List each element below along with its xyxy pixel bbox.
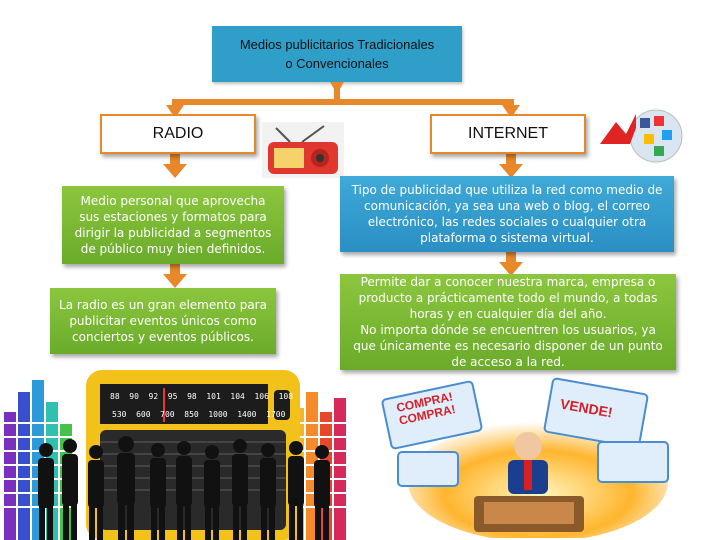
radio-dial-scale-am: 530 600 700 850 1000 1400 1700 [112, 410, 286, 419]
radio-dial-scale-fm: 88 90 92 95 98 101 104 106 108 [110, 392, 294, 401]
title-line-1: Medios publicitarios Tradicionales [239, 37, 435, 52]
radio-events-box: La radio es un gran elemento para public… [50, 288, 276, 354]
internet-reach-box: Permite dar a conocer nuestra marca, emp… [340, 274, 676, 370]
crowd-silhouettes-illustration [38, 436, 330, 540]
radio-definition-box: Medio personal que aprovecha sus estacio… [62, 186, 284, 264]
radio-definition-text: Medio personal que aprovecha sus estacio… [74, 194, 272, 256]
diagram-title: Medios publicitarios Tradicionales o Con… [212, 26, 462, 82]
internet-header: INTERNET [430, 114, 586, 154]
internet-header-label: INTERNET [468, 125, 548, 142]
online-sales-illustration [381, 377, 669, 538]
internet-globe-icon [600, 109, 683, 163]
internet-definition-box: Tipo de publicidad que utiliza la red co… [340, 176, 674, 252]
radio-icon [262, 122, 344, 178]
internet-definition-text: Tipo de publicidad que utiliza la red co… [351, 183, 663, 245]
internet-reach-text-2: No importa dónde se encuentren los usuar… [353, 323, 663, 369]
internet-reach-text-1: Permite dar a conocer nuestra marca, emp… [358, 275, 658, 321]
radio-header-label: RADIO [152, 125, 204, 142]
radio-header: RADIO [100, 114, 256, 154]
radio-events-text: La radio es un gran elemento para public… [59, 298, 267, 344]
title-line-2: o Convencionales [285, 56, 389, 71]
